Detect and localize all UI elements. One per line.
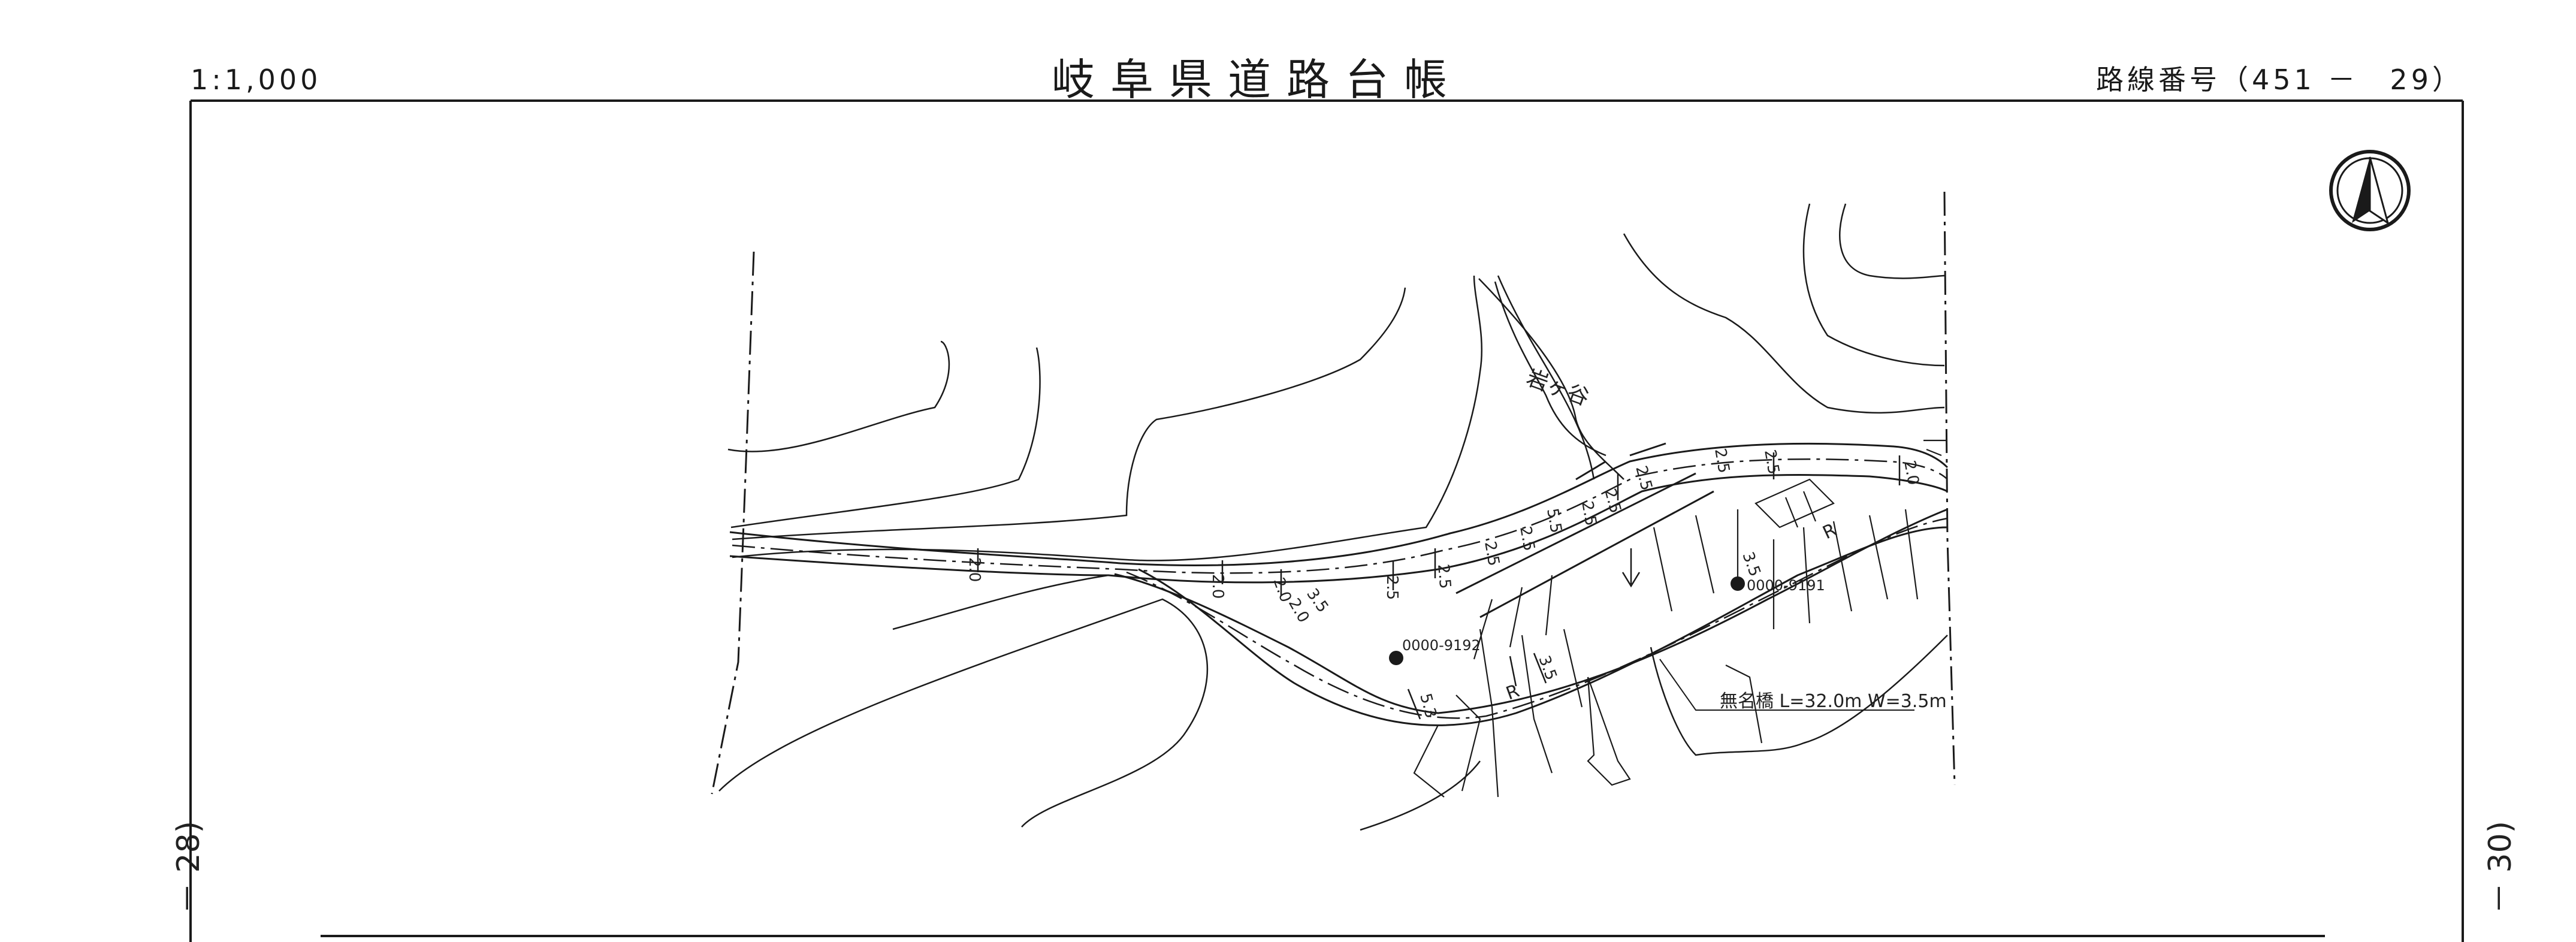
contour-lines xyxy=(718,203,1948,831)
width-label: 2.5 xyxy=(1516,525,1538,552)
width-label: 2.5 xyxy=(1434,563,1454,590)
road-centerline xyxy=(732,458,1948,719)
stream-label: 岩ヶ谷 xyxy=(1523,366,1593,410)
road-outline xyxy=(729,442,1949,726)
control-point-9191-marker xyxy=(1731,576,1745,591)
road-mark: R xyxy=(1503,680,1523,704)
bridge-callout xyxy=(1659,659,1914,711)
width-label: 5.5 xyxy=(1543,507,1565,535)
width-label: 3.5 xyxy=(1535,653,1560,683)
bridge-note: 無名橋 L=32.0m W=3.5m xyxy=(1720,691,1947,712)
width-label: 2.5 xyxy=(1383,575,1401,600)
stream-line xyxy=(1478,278,1624,480)
north-arrow-icon xyxy=(2329,150,2411,231)
control-point-9191-label: 0000-9191 xyxy=(1747,577,1825,594)
width-label: 2.5 xyxy=(1481,540,1503,567)
page-title: 岐阜県道路台帳 xyxy=(1052,55,1463,105)
width-label: 5.3 xyxy=(1416,692,1440,720)
width-label: 2.5 xyxy=(1760,448,1783,476)
map-scale: 1:1,000 xyxy=(191,64,322,96)
control-point-9192-marker xyxy=(1389,651,1403,665)
direction-arrow-icon xyxy=(1621,548,1641,588)
width-label: 3.5 xyxy=(1738,550,1763,579)
route-number: 路線番号（451 － 29） xyxy=(2096,64,2463,96)
control-point-markers xyxy=(1389,576,1745,665)
width-label: 2.5 xyxy=(1711,447,1733,475)
width-label: 2.5 xyxy=(1632,464,1656,493)
width-label: 2.5 xyxy=(1578,500,1600,527)
sheet-boundary xyxy=(711,191,1956,795)
width-ticks xyxy=(977,452,1901,720)
width-label: 2.0 xyxy=(965,557,983,582)
width-label: 2.0 xyxy=(1900,459,1922,487)
width-label: 2.0 xyxy=(1209,574,1227,599)
control-point-9192-label: 0000-9192 xyxy=(1402,637,1481,654)
parcel-lines xyxy=(1413,439,1947,798)
map-frame xyxy=(189,99,2464,942)
